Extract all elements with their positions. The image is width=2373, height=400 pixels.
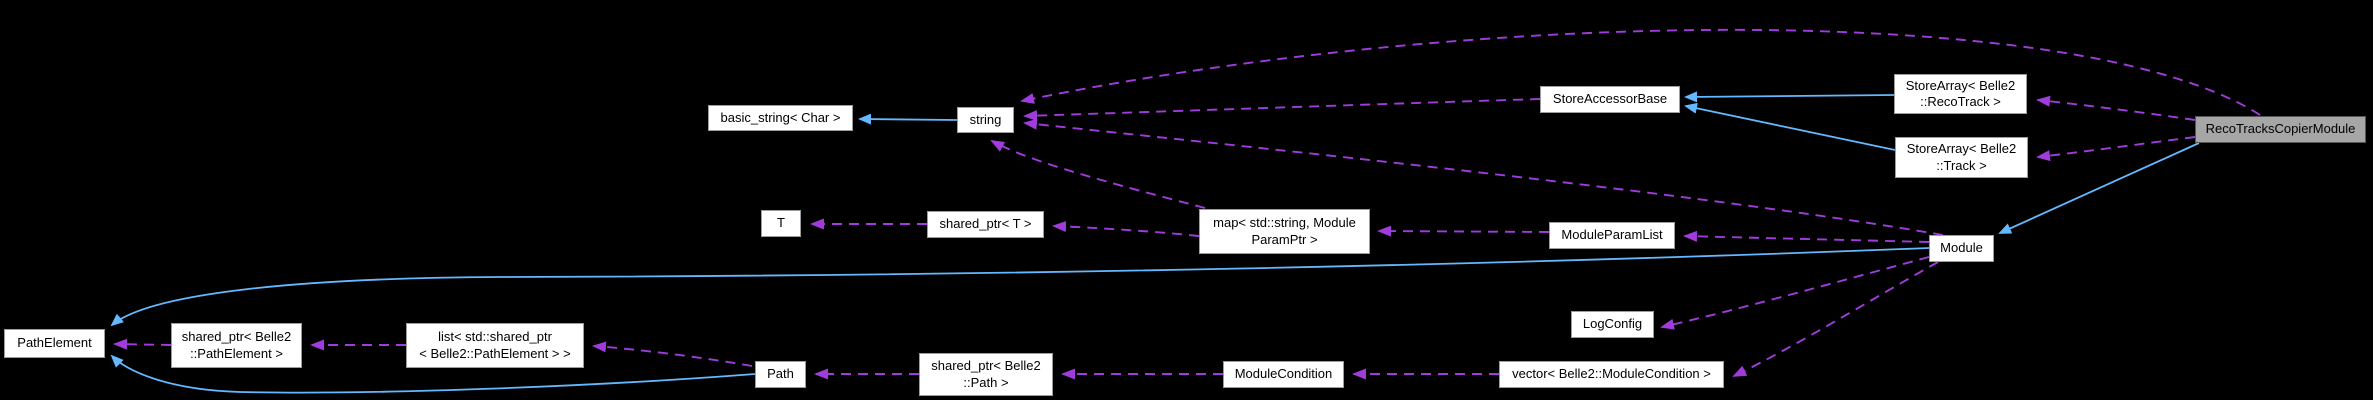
node-label: RecoTracksCopierModule	[2205, 121, 2356, 137]
edge-recotrackscopiermodule-storearray-recotrack	[2036, 95, 2196, 121]
edge-path-list	[592, 341, 753, 367]
edge-sharedptrpathelement-pathelement	[113, 338, 172, 350]
node-label: map< std::string, Module	[1213, 215, 1356, 231]
node-label: list< std::shared_ptr	[438, 329, 552, 345]
node-vector-module-condition[interactable]: vector< Belle2::ModuleCondition >	[1499, 361, 1724, 388]
edge-moduleparamlist-map	[1377, 225, 1550, 237]
node-label: shared_ptr< T >	[939, 216, 1032, 232]
node-label: shared_ptr< Belle2	[181, 329, 292, 345]
node-t[interactable]: T	[761, 210, 801, 237]
node-label: Path	[767, 366, 794, 382]
node-label: StoreAccessorBase	[1552, 91, 1668, 107]
node-label: ::RecoTrack >	[1920, 94, 2001, 109]
node-shared-ptr-path[interactable]: shared_ptr< Belle2 ::Path >	[919, 353, 1053, 396]
node-string[interactable]: string	[957, 107, 1014, 133]
node-label: ::PathElement >	[190, 345, 283, 361]
node-module-condition[interactable]: ModuleCondition	[1223, 361, 1344, 388]
node-label: StoreArray< Belle2	[1906, 141, 2017, 157]
edge-recotrackscopiermodule-storearray-track	[2036, 136, 2196, 162]
node-log-config[interactable]: LogConfig	[1571, 311, 1654, 338]
node-label: ::Path >	[963, 374, 1009, 390]
edge-module-pathelement	[110, 247, 1930, 327]
node-list-shared-ptr-path-element[interactable]: list< std::shared_ptr < Belle2::PathElem…	[406, 323, 584, 368]
edge-map-sharedptrT	[1052, 221, 1200, 237]
edge-module-string	[1023, 118, 1944, 236]
node-path[interactable]: Path	[755, 361, 806, 388]
edge-storearray-recotrack-storeaccessorbase	[1684, 91, 1895, 103]
node-label: ::Track >	[1936, 157, 1987, 173]
node-path-element[interactable]: PathElement	[4, 329, 105, 358]
node-label: Module	[1940, 240, 1983, 256]
node-label: ParamPtr >	[1251, 231, 1318, 247]
node-store-accessor-base[interactable]: StoreAccessorBase	[1540, 86, 1680, 113]
node-label: string	[969, 111, 1002, 127]
node-label: PathElement	[17, 335, 92, 351]
edge-map-string	[990, 140, 1206, 209]
node-shared-ptr-t[interactable]: shared_ptr< T >	[927, 211, 1044, 238]
node-label: ModuleCondition	[1234, 366, 1333, 382]
edge-string-basic-string	[858, 113, 958, 125]
node-label: vector< Belle2::ModuleCondition >	[1512, 366, 1711, 382]
node-label: shared_ptr< Belle2	[931, 358, 1041, 374]
edge-module-moduleparamlist	[1683, 230, 1930, 243]
node-label: T	[777, 215, 785, 231]
node-module-param-list[interactable]: ModuleParamList	[1549, 222, 1675, 249]
edge-module-logconfig	[1660, 256, 1930, 330]
node-label: StoreArray< Belle2	[1905, 77, 2016, 93]
node-label: basic_string< Char >	[720, 109, 841, 125]
node-label: ModuleParamList	[1561, 227, 1663, 243]
node-store-array-reco-track[interactable]: StoreArray< Belle2 ::RecoTrack >	[1894, 74, 2027, 114]
node-module[interactable]: Module	[1929, 235, 1994, 262]
edge-storeaccessorbase-string	[1023, 98, 1541, 122]
node-store-array-track[interactable]: StoreArray< Belle2 ::Track >	[1895, 137, 2028, 178]
node-basic-string-char[interactable]: basic_string< Char >	[708, 105, 853, 131]
edge-storearray-track-storeaccessorbase	[1684, 102, 1896, 151]
node-map-module-param[interactable]: map< std::string, Module ParamPtr >	[1199, 209, 1370, 254]
node-reco-tracks-copier-module: RecoTracksCopierModule	[2195, 116, 2366, 143]
edge-recotrackscopiermodule-module	[1998, 142, 2200, 234]
node-shared-ptr-path-element[interactable]: shared_ptr< Belle2 ::PathElement >	[171, 323, 302, 368]
edge-module-vectormodulecondition	[1732, 261, 1939, 377]
node-label: < Belle2::PathElement > >	[419, 345, 571, 361]
node-label: LogConfig	[1582, 316, 1643, 332]
